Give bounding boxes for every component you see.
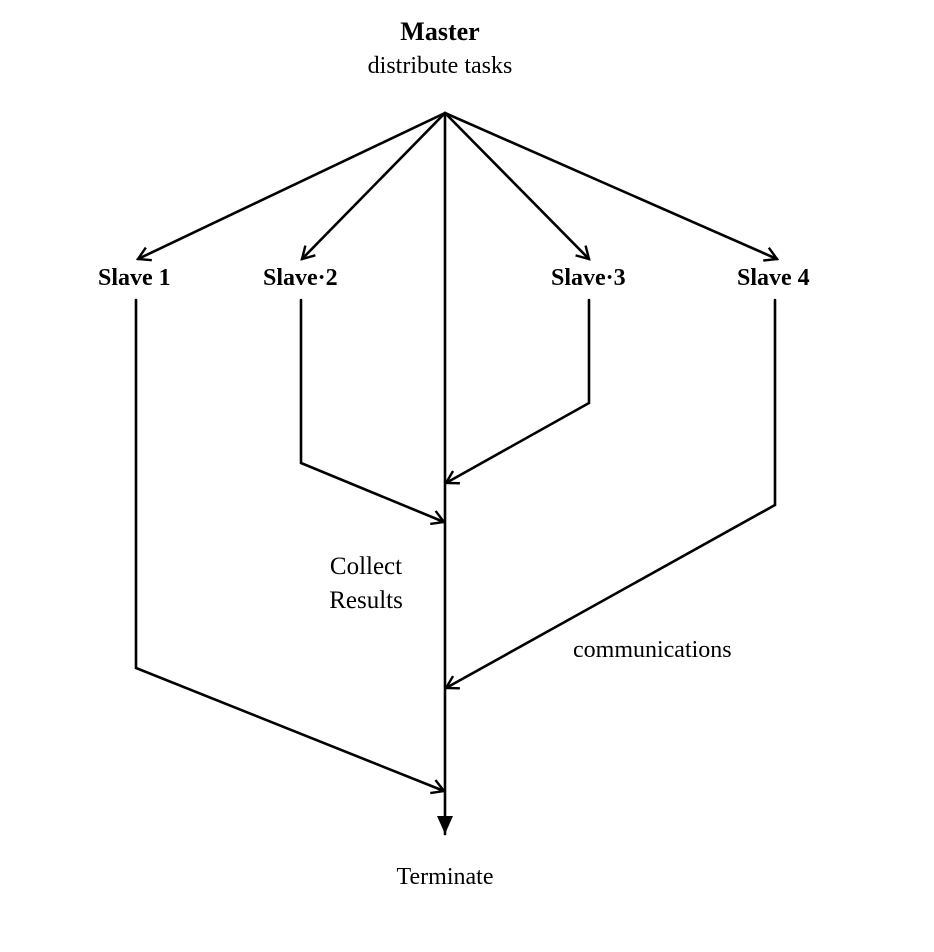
edge-master-to-slave-1 (138, 111, 447, 259)
terminate-label: Terminate (396, 864, 494, 890)
edge-master-to-slave-2 (302, 111, 447, 259)
collect-results-line-2: Results (329, 587, 403, 614)
edge-slave-4-return (446, 298, 777, 688)
edge-master-to-slave-3 (443, 111, 589, 259)
edge-slave-2-return (299, 298, 444, 522)
edge-master-to-slave-4 (443, 111, 777, 259)
master-subtitle: distribute tasks (367, 53, 513, 79)
slave-3-label: Slave·3 (551, 265, 626, 291)
edge-slave-3-return (446, 298, 591, 483)
edge-slave-1-return (134, 298, 444, 791)
slave-1-label: Slave 1 (98, 265, 171, 291)
slave-2-label: Slave·2 (263, 265, 338, 291)
slave-4-label: Slave 4 (737, 265, 810, 291)
collect-results-line-1: Collect (329, 553, 403, 580)
communications-label: communications (573, 637, 732, 663)
master-title: Master (400, 17, 480, 46)
